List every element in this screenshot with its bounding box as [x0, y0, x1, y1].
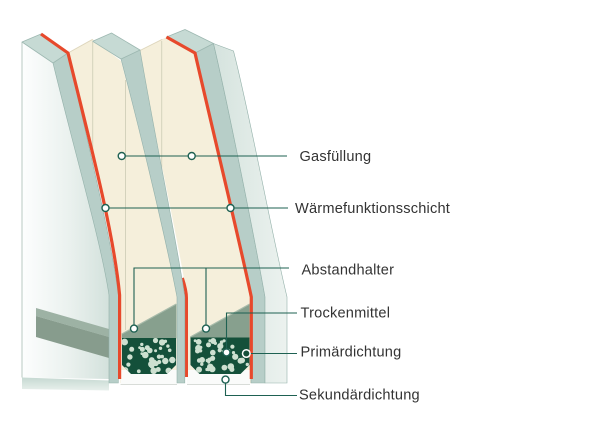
desiccant-dot [232, 353, 239, 360]
thermal-coating-pane-2 [180, 277, 188, 377]
desiccant-dot [162, 357, 169, 365]
desiccant-dot [207, 363, 214, 371]
desiccant-box-2 [190, 337, 250, 374]
desiccant-dot [158, 346, 163, 350]
desiccant-dot [136, 369, 141, 374]
desiccant-dot [245, 362, 249, 367]
desiccant-dot [154, 349, 158, 353]
desiccant-dot [206, 342, 211, 348]
glass-pane-2-top-edge [92, 32, 141, 60]
desiccant-box-1 [122, 338, 176, 374]
desiccant-dot [221, 364, 228, 371]
desiccant-dot [126, 362, 131, 367]
desiccant-dot [207, 357, 212, 362]
desiccant-dot [156, 354, 162, 359]
label-waermefunktionsschicht: Wärmefunktionsschicht [295, 201, 450, 217]
desiccant-dot [129, 346, 135, 352]
label-sekundaerdichtung: Sekundärdichtung [299, 388, 420, 404]
desiccant-dot [239, 357, 245, 364]
desiccant-dot [217, 343, 224, 350]
marker-desiccant [222, 348, 231, 357]
desiccant-dot [217, 348, 222, 353]
desiccant-dot [193, 339, 197, 343]
gas-cavity-1 [68, 39, 177, 384]
desiccant-dot [142, 351, 149, 359]
desiccant-dots-2 [193, 338, 249, 373]
desiccant-dot [158, 339, 166, 346]
desiccant-dot [150, 359, 158, 367]
bottom-glass-edge [22, 377, 109, 391]
desiccant-dot [210, 338, 217, 344]
desiccant-dot [222, 339, 226, 343]
desiccant-dot [122, 338, 128, 346]
cavity2-top-edge [138, 38, 163, 52]
marker-coating-2 [226, 203, 235, 213]
glass-pane-1-edge-strip [52, 51, 119, 384]
gas-cavity-2 [139, 37, 251, 383]
desiccant-dot [163, 339, 168, 343]
desiccant-dot [167, 348, 172, 353]
label-abstandhalter: Abstandhalter [302, 263, 395, 279]
desiccant-dot [139, 346, 145, 352]
marker-coating-1 [101, 203, 110, 213]
desiccant-dot [169, 356, 176, 364]
desiccant-dot [199, 357, 206, 363]
label-gasfuellung: Gasfüllung [300, 149, 372, 165]
desiccant-dot [198, 349, 203, 353]
marker-gas-1 [117, 151, 126, 161]
desiccant-dot [140, 342, 144, 347]
marker-spacer-1 [129, 324, 139, 333]
spacer-2-top-edge [190, 303, 250, 338]
desiccant-dot [152, 338, 159, 344]
desiccant-dot [200, 362, 204, 366]
desiccant-dot [231, 351, 236, 355]
label-trockenmittel: Trockenmittel [301, 306, 391, 322]
desiccant-dot [199, 345, 203, 350]
desiccant-dot [196, 366, 202, 373]
desiccant-dot [127, 354, 133, 360]
cavity1-top-edge [67, 38, 93, 54]
glass-pane-3-outer-face [213, 43, 288, 384]
desiccant-dot [138, 346, 142, 349]
desiccant-dot [230, 344, 235, 349]
desiccant-dot [210, 349, 216, 356]
label-primaerdichtung: Primärdichtung [301, 345, 402, 361]
thermal-coating-pane-1 [40, 32, 122, 379]
desiccant-dot [195, 339, 202, 345]
marker-primary-seal [241, 348, 251, 359]
desiccant-dot [150, 367, 157, 374]
thermal-coating-pane-3 [165, 35, 253, 379]
callout-line-abstandhalter [133, 267, 289, 328]
desiccant-dot [147, 347, 153, 354]
marker-gas-2 [187, 151, 196, 161]
callout-markers [101, 151, 251, 384]
callout-line-trockenmittel [225, 312, 297, 352]
desiccant-dot [166, 344, 170, 348]
desiccant-dot [160, 354, 164, 359]
marker-secondary-seal [221, 375, 230, 384]
marker-spacer-2 [201, 324, 211, 333]
callout-lines [105, 155, 297, 397]
callout-line-sekundaerdichtung [224, 381, 297, 397]
spacer-bar-through-glass [36, 308, 109, 358]
glass-pane-1-front-face [22, 42, 109, 379]
desiccant-dot [229, 367, 235, 372]
